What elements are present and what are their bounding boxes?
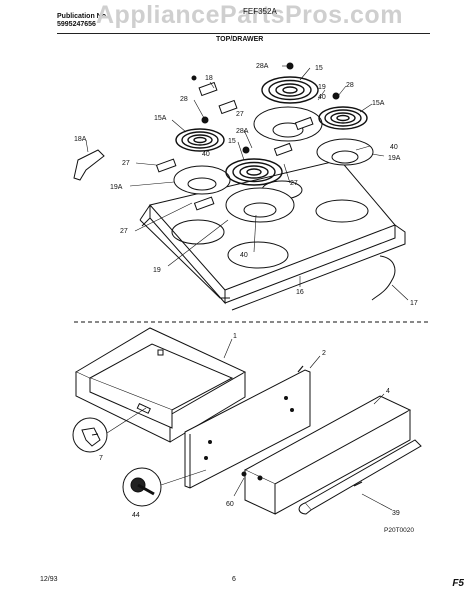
- callout-28A: 28A: [256, 63, 269, 70]
- burner-opening: [171, 219, 225, 245]
- callout-60: 60: [226, 501, 234, 508]
- burner-opening: [315, 199, 369, 223]
- drawing-number: P20T0020: [384, 527, 414, 534]
- callout-16: 16: [296, 289, 304, 296]
- callout-28A-mid: 28A: [236, 128, 249, 135]
- callout-17: 17: [410, 300, 418, 307]
- callout-15-mid: 15: [228, 138, 236, 145]
- footer-date: 12/93: [40, 576, 58, 583]
- surface-elements: [175, 76, 368, 186]
- section-title: TOP/DRAWER: [216, 36, 264, 43]
- callout-44: 44: [132, 512, 140, 519]
- callout-15A-left: 15A: [154, 115, 167, 122]
- header-rule: [57, 33, 430, 34]
- callout-leaders-drawer: [223, 338, 393, 511]
- callout-19A-left: 19A: [110, 184, 123, 191]
- callout-40-left: 40: [202, 151, 210, 158]
- callout-28-left: 28: [180, 96, 188, 103]
- callout-19-low: 19: [153, 267, 161, 274]
- drawer-assembly: [74, 327, 422, 515]
- callout-15A: 15A: [372, 100, 385, 107]
- model-number: FEF352A: [243, 7, 277, 16]
- callout-27: 27: [236, 111, 244, 118]
- publication-label: Publication No.: [57, 13, 108, 20]
- publication-block: Publication No. 5995247656: [57, 13, 108, 29]
- callout-27-low: 27: [120, 228, 128, 235]
- callout-19A-right: 19A: [388, 155, 401, 162]
- callout-27-mid: 27: [290, 180, 298, 187]
- callout-28: 28: [346, 82, 354, 89]
- callout-40: 40: [318, 94, 326, 101]
- watermark: AppliancePartsPros.com: [96, 1, 403, 29]
- callout-39: 39: [392, 510, 400, 517]
- callout-15: 15: [315, 65, 323, 72]
- footer-page: 6: [232, 576, 236, 583]
- publication-number: 5995247656: [57, 21, 96, 28]
- callout-40-low: 40: [240, 252, 248, 259]
- callout-2: 2: [322, 350, 326, 357]
- callout-19: 19: [318, 84, 326, 91]
- callout-4: 4: [386, 388, 390, 395]
- burner-opening: [227, 241, 289, 269]
- callout-40-right: 40: [390, 144, 398, 151]
- callout-1: 1: [233, 333, 237, 340]
- callout-18: 18: [205, 75, 213, 82]
- detail-circles: [72, 407, 207, 507]
- callout-18A: 18A: [74, 136, 87, 143]
- footer-code: F5: [452, 578, 464, 589]
- drip-pans: [173, 106, 374, 223]
- callout-leaders-top: [85, 65, 409, 301]
- callout-labels: 18 28A 15 28 19 40 15A 28 15A 27 28A 15 …: [74, 63, 418, 519]
- callout-27-left: 27: [122, 160, 130, 167]
- callout-7: 7: [99, 455, 103, 462]
- wire-harness: [371, 255, 396, 301]
